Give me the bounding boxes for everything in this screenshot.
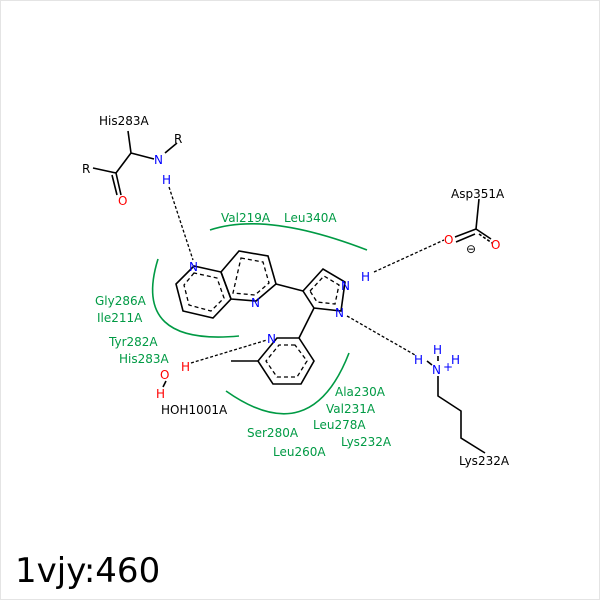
atom-label: R [174,132,182,146]
residue-label-asp351: Asp351A [451,187,505,201]
hydrophobic-label: Val231A [326,402,376,416]
atom-label: R [82,162,90,176]
his283-backbone [92,130,194,261]
hydrophobic-label: Leu260A [273,445,326,459]
atom-label: N [335,306,344,320]
atom-label: H [451,353,460,367]
atom-label: N [341,279,350,293]
hydrophobic-arc-left [151,258,240,338]
hydrophobic-label: Leu278A [313,418,366,432]
residue-label-lys232: Lys232A [459,454,510,468]
hydrophobic-label: Tyr282A [108,335,158,349]
atom-label: H [181,360,190,374]
hydrophobic-label: Ile211A [97,311,143,325]
atom-label: H [162,173,171,187]
atom-label: O [491,238,500,252]
atom-label: H [361,270,370,284]
atom-label: O [160,368,169,382]
hydrophobic-label: Ala230A [335,385,386,399]
atom-label: ⊖ [466,242,476,256]
hydrophobic-label: Gly286A [95,294,147,308]
hydrophobic-label: His283A [119,352,170,366]
methylpyridine-ring [231,337,315,385]
hydrophobic-label: Leu340A [284,211,337,225]
hydrophobic-labels: Val219A Leu340A Gly286A Ile211A Tyr282A … [95,211,392,459]
hydrophobic-label: Lys232A [341,435,392,449]
atom-label: O [118,194,127,208]
residue-label-water: HOH1001A [161,403,228,417]
atom-label: H [433,343,442,357]
atom-label: N [267,332,276,346]
pyrazole-ring [298,267,346,339]
diagram-title: 1vjy:460 [15,551,161,591]
hydrophobic-label: Ser280A [247,426,299,440]
atom-label: H [156,387,165,401]
atom-label: + [443,360,453,374]
atom-label: N [189,260,198,274]
hydrophobic-arc-top [209,222,368,251]
naphthyridine-ring [175,250,304,319]
hbond-lys232 [346,315,416,356]
atom-label: O [444,233,453,247]
atom-label: H [414,353,423,367]
atom-label: N [251,296,260,310]
atom-label: N [432,363,441,377]
hydrophobic-label: Val219A [221,211,271,225]
hydrophobic-arc-bottom [225,352,350,415]
residue-label-his283: His283A [99,114,150,128]
hbond-asp351 [373,239,445,273]
atom-label: N [154,153,163,167]
hbond-water [190,339,268,364]
